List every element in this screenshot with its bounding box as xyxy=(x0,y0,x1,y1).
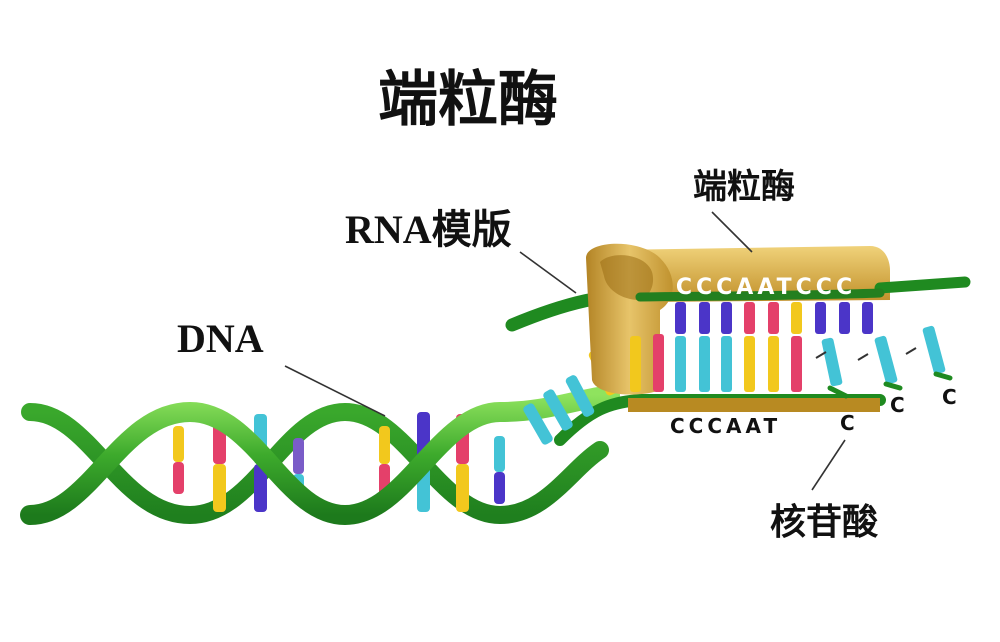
base-pair xyxy=(565,375,595,417)
base-pair xyxy=(543,389,573,431)
dna-next-c-letter: C xyxy=(840,411,859,435)
incoming-nucleotide-stem xyxy=(827,385,849,399)
base-pair xyxy=(675,302,686,334)
base-pair xyxy=(791,302,802,334)
label-rna-template: RNA模版 xyxy=(345,207,512,252)
base-pair xyxy=(699,302,710,334)
base-pair xyxy=(815,302,826,334)
free-c-letter-2: C xyxy=(942,385,961,409)
dna-strand-back xyxy=(21,402,609,525)
pairing-dash xyxy=(857,353,869,361)
enzyme-base xyxy=(628,398,880,412)
pointer-telomerase xyxy=(711,211,753,253)
base-pair xyxy=(653,334,664,392)
base-pair xyxy=(173,462,184,494)
base-pair xyxy=(293,438,304,474)
base-pair xyxy=(862,302,873,334)
base-pair xyxy=(721,302,732,334)
base-pair xyxy=(699,336,710,392)
rna-template-exit xyxy=(874,276,971,294)
incoming-nucleotide xyxy=(821,337,843,387)
base-pair xyxy=(523,403,553,445)
base-pair xyxy=(173,426,184,462)
pairing-dash xyxy=(905,347,917,355)
base-pair xyxy=(768,302,779,334)
rna-template-sequence: CCCAATCCC xyxy=(676,275,856,300)
enzyme-dna-bases xyxy=(630,334,802,392)
diagram-title: 端粒酶 xyxy=(378,65,558,135)
enzyme-rna-bases xyxy=(675,302,873,334)
base-pair xyxy=(379,426,390,464)
free-c-letter-1: C xyxy=(890,393,909,417)
base-pair xyxy=(768,336,779,392)
enzyme-curl-inner xyxy=(600,255,654,300)
pointer-dna xyxy=(284,365,386,417)
dna-strand-sequence: CCCAAT xyxy=(670,414,781,438)
base-pair xyxy=(721,336,732,392)
rna-template-inside xyxy=(635,288,885,302)
free-nucleotide xyxy=(922,325,953,381)
base-pair xyxy=(839,302,850,334)
base-pair xyxy=(675,336,686,392)
label-nucleotide: 核苷酸 xyxy=(770,502,878,543)
base-pair xyxy=(494,436,505,472)
base-pair xyxy=(254,464,267,512)
base-pair xyxy=(744,302,755,334)
pairing-dash xyxy=(815,351,827,359)
base-pair xyxy=(213,464,226,512)
enzyme-body xyxy=(604,246,890,302)
base-pair xyxy=(744,336,755,392)
dna-strand-front xyxy=(20,385,620,526)
free-nucleotides xyxy=(874,325,953,391)
base-pair xyxy=(630,336,641,392)
label-dna: DNA xyxy=(177,316,264,361)
base-pair xyxy=(456,464,469,512)
base-pair xyxy=(494,472,505,504)
pointer-rna-template xyxy=(519,251,577,294)
pointer-nucleotide xyxy=(811,439,846,491)
base-pair xyxy=(791,336,802,392)
label-telomerase: 端粒酶 xyxy=(693,167,795,207)
telomerase-enzyme: CCCAATCCC xyxy=(505,243,971,412)
free-nucleotide xyxy=(874,335,903,391)
dna-double-helix xyxy=(20,385,620,526)
